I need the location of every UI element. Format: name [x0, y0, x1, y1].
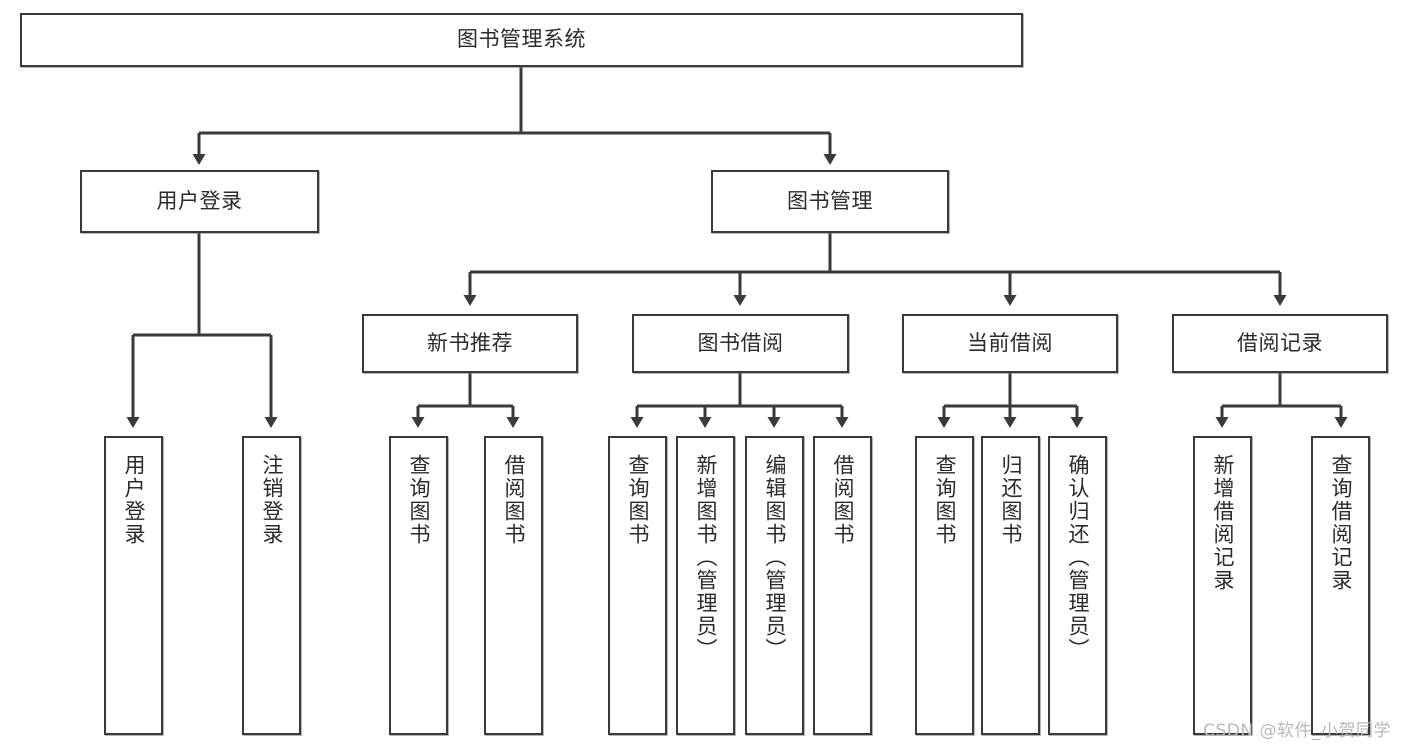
node-label: 查询图书 [406, 454, 431, 546]
node-label: 借阅图书 [830, 454, 855, 546]
node-label: 借阅图书 [501, 454, 526, 546]
node-label: 图书管理 [787, 188, 873, 213]
node-label: 归还图书 [998, 454, 1023, 546]
node-label: 用户登录 [156, 188, 243, 213]
node-new-book-recommend[interactable]: 新书推荐 [362, 314, 578, 373]
leaf-borrow-edit-book-admin[interactable]: 编辑图书（管理员） [745, 436, 804, 735]
leaf-recommend-query-book[interactable]: 查询图书 [389, 436, 448, 735]
leaf-borrow-borrow-book[interactable]: 借阅图书 [813, 436, 872, 735]
leaf-user-login-logout[interactable]: 注销登录 [242, 436, 301, 735]
watermark-text: CSDN @软件_小贺同学 [1203, 721, 1391, 741]
node-book-borrow[interactable]: 图书借阅 [632, 314, 849, 373]
node-label: 图书管理系统 [457, 27, 586, 52]
leaf-current-confirm-return-admin[interactable]: 确认归还（管理员） [1048, 436, 1107, 735]
leaf-borrow-add-book-admin[interactable]: 新增图书（管理员） [676, 436, 735, 735]
node-label: 查询图书 [932, 454, 957, 546]
node-label: 确认归还（管理员） [1065, 454, 1090, 661]
node-label: 注销登录 [259, 454, 284, 546]
node-label: 用户登录 [121, 454, 146, 546]
node-label: 新增借阅记录 [1210, 454, 1235, 592]
node-label: 借阅记录 [1237, 330, 1323, 355]
node-user-login[interactable]: 用户登录 [80, 170, 319, 233]
node-root-system[interactable]: 图书管理系统 [20, 13, 1023, 67]
leaf-user-login-login[interactable]: 用户登录 [104, 436, 163, 735]
node-label: 新增图书（管理员） [693, 454, 718, 661]
leaf-current-query-book[interactable]: 查询图书 [915, 436, 974, 735]
node-label: 查询图书 [625, 454, 650, 546]
leaf-current-return-book[interactable]: 归还图书 [981, 436, 1040, 735]
node-book-management[interactable]: 图书管理 [711, 170, 949, 233]
node-label: 新书推荐 [427, 330, 513, 355]
leaf-record-add-record[interactable]: 新增借阅记录 [1193, 436, 1252, 735]
node-current-borrow[interactable]: 当前借阅 [902, 314, 1118, 373]
leaf-recommend-borrow-book[interactable]: 借阅图书 [484, 436, 543, 735]
node-label: 查询借阅记录 [1328, 454, 1353, 592]
node-borrow-record[interactable]: 借阅记录 [1172, 314, 1388, 373]
node-label: 图书借阅 [697, 330, 784, 355]
leaf-borrow-query-book[interactable]: 查询图书 [608, 436, 667, 735]
leaf-record-query-record[interactable]: 查询借阅记录 [1311, 436, 1370, 735]
node-label: 当前借阅 [967, 330, 1053, 355]
node-label: 编辑图书（管理员） [762, 454, 787, 661]
